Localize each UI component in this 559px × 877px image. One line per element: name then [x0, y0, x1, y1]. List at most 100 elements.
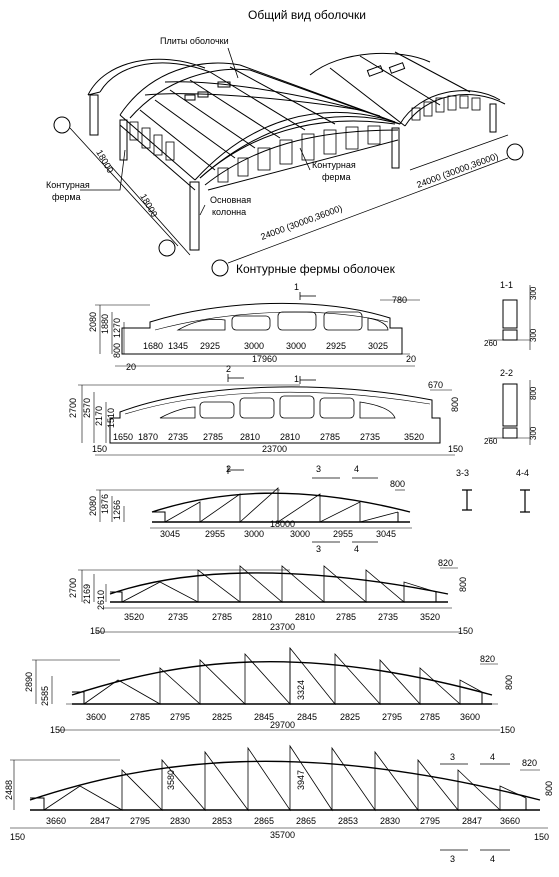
t5-h-3324: 3324 [296, 680, 306, 700]
dim-18000-b: 18000 [138, 192, 159, 219]
t4-h-2169: 2169 [82, 584, 92, 604]
truss-2-outline [78, 374, 455, 474]
t2-end-670: 670 [428, 380, 443, 390]
t6-edge-l: 150 [10, 832, 25, 842]
t3-h-1266: 1266 [112, 500, 122, 520]
t2-h-2700: 2700 [68, 398, 78, 418]
t6-p2: 2847 [90, 816, 110, 826]
truss-1-outline [95, 292, 420, 384]
t1-p6: 2925 [326, 341, 346, 351]
t3-mark-top-4: 4 [354, 464, 359, 474]
t5-p7: 2825 [340, 712, 360, 722]
t3-h-2080: 2080 [88, 496, 98, 516]
t1-h-800: 800 [112, 343, 122, 358]
truss-right-label-2: ферма [322, 172, 351, 182]
t2-h-1510: 1510 [106, 408, 116, 428]
t5-p2: 2785 [130, 712, 150, 722]
t2-p8: 2735 [360, 432, 380, 442]
t5-end-800: 800 [504, 675, 514, 690]
t3-p2: 2955 [205, 529, 225, 539]
section-22 [488, 380, 531, 445]
t3-mark-bot-3: 3 [316, 544, 321, 554]
t1-mark-bottom: 1 [294, 374, 299, 384]
t5-p3: 2795 [170, 712, 190, 722]
t6-mark-bot-4: 4 [490, 854, 495, 864]
trusses-title: Контурные фермы оболочек [236, 262, 395, 276]
shell-overview [53, 47, 524, 277]
t2-edge-r: 150 [448, 444, 463, 454]
column-label-2: колонна [212, 207, 246, 217]
t4-p6: 2785 [336, 612, 356, 622]
t2-p3: 2735 [168, 432, 188, 442]
t3-mark-top-3: 3 [316, 464, 321, 474]
t1-edge-l: 20 [126, 362, 136, 372]
t5-h-2890: 2890 [24, 672, 34, 692]
t6-p3: 2795 [130, 816, 150, 826]
t2-p9: 3520 [404, 432, 424, 442]
t2-mark-top: 2 [226, 364, 231, 374]
t1-end-dim: 780 [392, 295, 407, 305]
t3-total: 18000 [270, 519, 295, 529]
t2-p6: 2810 [280, 432, 300, 442]
truss-right-label-1: Контурная [312, 160, 356, 170]
t1-p7: 3025 [368, 341, 388, 351]
t3-p1: 3045 [160, 529, 180, 539]
s11-dim-2: 300 [529, 328, 538, 342]
t2-p1: 1650 [113, 432, 133, 442]
t3-h-1876: 1876 [100, 494, 110, 514]
section-11-label: 1-1 [500, 280, 513, 290]
t2-h-2570: 2570 [82, 398, 92, 418]
t6-h-3580: 3580 [166, 770, 176, 790]
t5-p5: 2845 [254, 712, 274, 722]
t1-edge-r: 20 [406, 354, 416, 364]
t2-p4: 2785 [203, 432, 223, 442]
t6-mark-top-3: 3 [450, 752, 455, 762]
t4-p1: 3520 [124, 612, 144, 622]
t4-end-820: 820 [438, 558, 453, 568]
dim-18000-a: 18000 [94, 148, 115, 175]
section-22-label: 2-2 [500, 368, 513, 378]
t6-p6: 2865 [254, 816, 274, 826]
overview-title: Общий вид оболочки [248, 8, 366, 22]
section-44-label: 4-4 [516, 468, 529, 478]
t1-p1: 1680 [143, 341, 163, 351]
t3-end-dim: 800 [390, 479, 405, 489]
t4-p7: 2735 [378, 612, 398, 622]
s22-dim-2: 300 [529, 426, 538, 440]
t4-p8: 3520 [420, 612, 440, 622]
t6-h-2488: 2488 [4, 780, 14, 800]
truss-5-outline [32, 646, 500, 731]
t6-mark-top-4: 4 [490, 752, 495, 762]
t6-total: 35700 [270, 830, 295, 840]
t4-p5: 2810 [295, 612, 315, 622]
t2-total: 23700 [262, 444, 287, 454]
plates-label: Плиты оболочки [160, 36, 229, 46]
t6-p1: 3660 [46, 816, 66, 826]
t6-p5: 2853 [212, 816, 232, 826]
t5-p10: 3600 [460, 712, 480, 722]
t4-p2: 2735 [168, 612, 188, 622]
truss-4-outline [78, 565, 460, 633]
t4-p3: 2785 [212, 612, 232, 622]
s11-dim-1: 300 [529, 286, 538, 300]
t5-edge-l: 150 [50, 725, 65, 735]
t6-p4: 2830 [170, 816, 190, 826]
truss-left-label-2: ферма [52, 192, 81, 202]
t1-h-1270: 1270 [112, 318, 122, 338]
s11-base: 260 [484, 339, 498, 348]
t1-h-2080: 2080 [88, 312, 98, 332]
truss-left-label-1: Контурная [46, 180, 90, 190]
t1-total: 17960 [252, 354, 277, 364]
t6-p11: 2847 [462, 816, 482, 826]
t6-p9: 2830 [380, 816, 400, 826]
t1-p4: 3000 [244, 341, 264, 351]
t1-p5: 3000 [286, 341, 306, 351]
t6-p8: 2853 [338, 816, 358, 826]
t6-p12: 3660 [500, 816, 520, 826]
t6-edge-r: 150 [534, 832, 549, 842]
t5-p4: 2825 [212, 712, 232, 722]
t2-h-2170: 2170 [94, 406, 104, 426]
t2-p7: 2785 [320, 432, 340, 442]
t3-p3: 3000 [244, 529, 264, 539]
t4-p4: 2810 [252, 612, 272, 622]
